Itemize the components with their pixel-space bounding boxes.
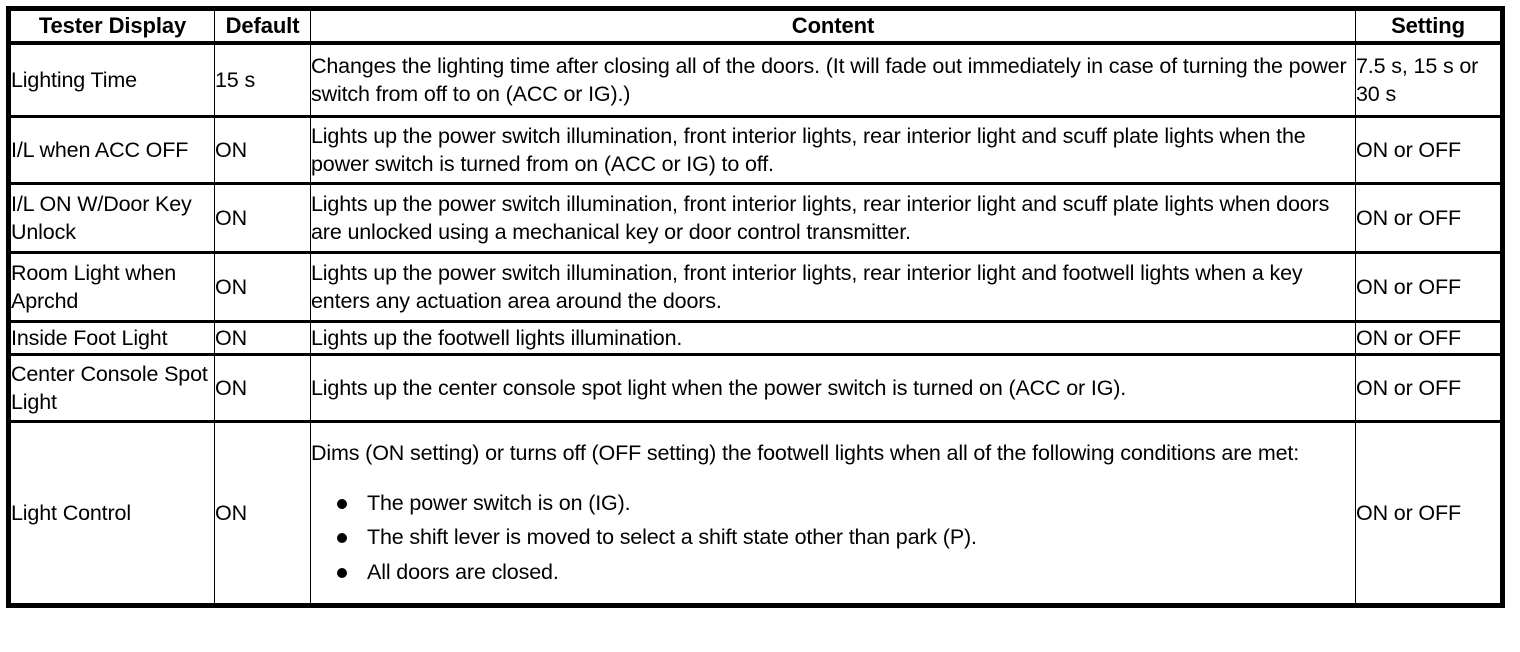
condition-list: The power switch is on (IG). The shift l…	[311, 488, 1355, 588]
cell-setting: ON or OFF	[1355, 420, 1503, 606]
cell-content: Lights up the center console spot light …	[310, 353, 1356, 422]
table-row: I/L ON W/Door Key Unlock ON Lights up th…	[8, 182, 1503, 253]
tester-display-settings-table: Tester Display Default Content Setting L…	[6, 6, 1505, 608]
list-item-label: All doors are closed.	[367, 559, 559, 584]
cell-content: Lights up the power switch illumination,…	[310, 115, 1356, 184]
list-item-label: The power switch is on (IG).	[367, 490, 631, 515]
cell-setting: ON or OFF	[1355, 353, 1503, 422]
list-item: The shift lever is moved to select a shi…	[337, 522, 1355, 553]
cell-content: Lights up the power switch illumination,…	[310, 251, 1356, 322]
cell-setting: ON or OFF	[1355, 320, 1503, 355]
cell-content: Lights up the power switch illumination,…	[310, 182, 1356, 253]
cell-default: 15 s	[214, 42, 311, 117]
cell-default: ON	[214, 420, 311, 606]
bullet-dot-icon	[337, 533, 347, 544]
cell-setting: 7.5 s, 15 s or 30 s	[1355, 42, 1503, 117]
cell-setting: ON or OFF	[1355, 182, 1503, 253]
column-header-content: Content	[310, 8, 1356, 45]
table-body: Lighting Time 15 s Changes the lighting …	[8, 42, 1503, 606]
cell-default: ON	[214, 251, 311, 322]
table-header-row: Tester Display Default Content Setting	[8, 8, 1503, 45]
table-row: Room Light when Aprchd ON Lights up the …	[8, 251, 1503, 322]
list-item-label: The shift lever is moved to select a shi…	[367, 525, 977, 550]
list-item: The power switch is on (IG).	[337, 488, 1355, 519]
cell-tester-display: Lighting Time	[8, 42, 215, 117]
cell-tester-display: Inside Foot Light	[8, 320, 215, 355]
cell-default: ON	[214, 115, 311, 184]
content-paragraph: Dims (ON setting) or turns off (OFF sett…	[311, 440, 1300, 465]
cell-default: ON	[214, 320, 311, 355]
bullet-dot-icon	[337, 498, 347, 509]
cell-tester-display: I/L ON W/Door Key Unlock	[8, 182, 215, 253]
list-item: All doors are closed.	[337, 557, 1355, 588]
table-row: Lighting Time 15 s Changes the lighting …	[8, 42, 1503, 117]
cell-content: Lights up the footwell lights illuminati…	[310, 320, 1356, 355]
cell-tester-display: Center Console Spot Light	[8, 353, 215, 422]
table-row: Light Control ON Dims (ON setting) or tu…	[8, 420, 1503, 606]
cell-default: ON	[214, 182, 311, 253]
cell-tester-display: Room Light when Aprchd	[8, 251, 215, 322]
cell-setting: ON or OFF	[1355, 115, 1503, 184]
table-row: Inside Foot Light ON Lights up the footw…	[8, 320, 1503, 355]
cell-tester-display: Light Control	[8, 420, 215, 606]
cell-default: ON	[214, 353, 311, 422]
column-header-setting: Setting	[1355, 8, 1503, 45]
column-header-default: Default	[214, 8, 311, 45]
table-header: Tester Display Default Content Setting	[8, 8, 1503, 45]
table-row: I/L when ACC OFF ON Lights up the power …	[8, 115, 1503, 184]
table-row: Center Console Spot Light ON Lights up t…	[8, 353, 1503, 422]
bullet-dot-icon	[337, 567, 347, 578]
cell-content: Dims (ON setting) or turns off (OFF sett…	[310, 420, 1356, 606]
cell-setting: ON or OFF	[1355, 251, 1503, 322]
cell-content: Changes the lighting time after closing …	[310, 42, 1356, 117]
cell-tester-display: I/L when ACC OFF	[8, 115, 215, 184]
column-header-tester-display: Tester Display	[8, 8, 215, 45]
